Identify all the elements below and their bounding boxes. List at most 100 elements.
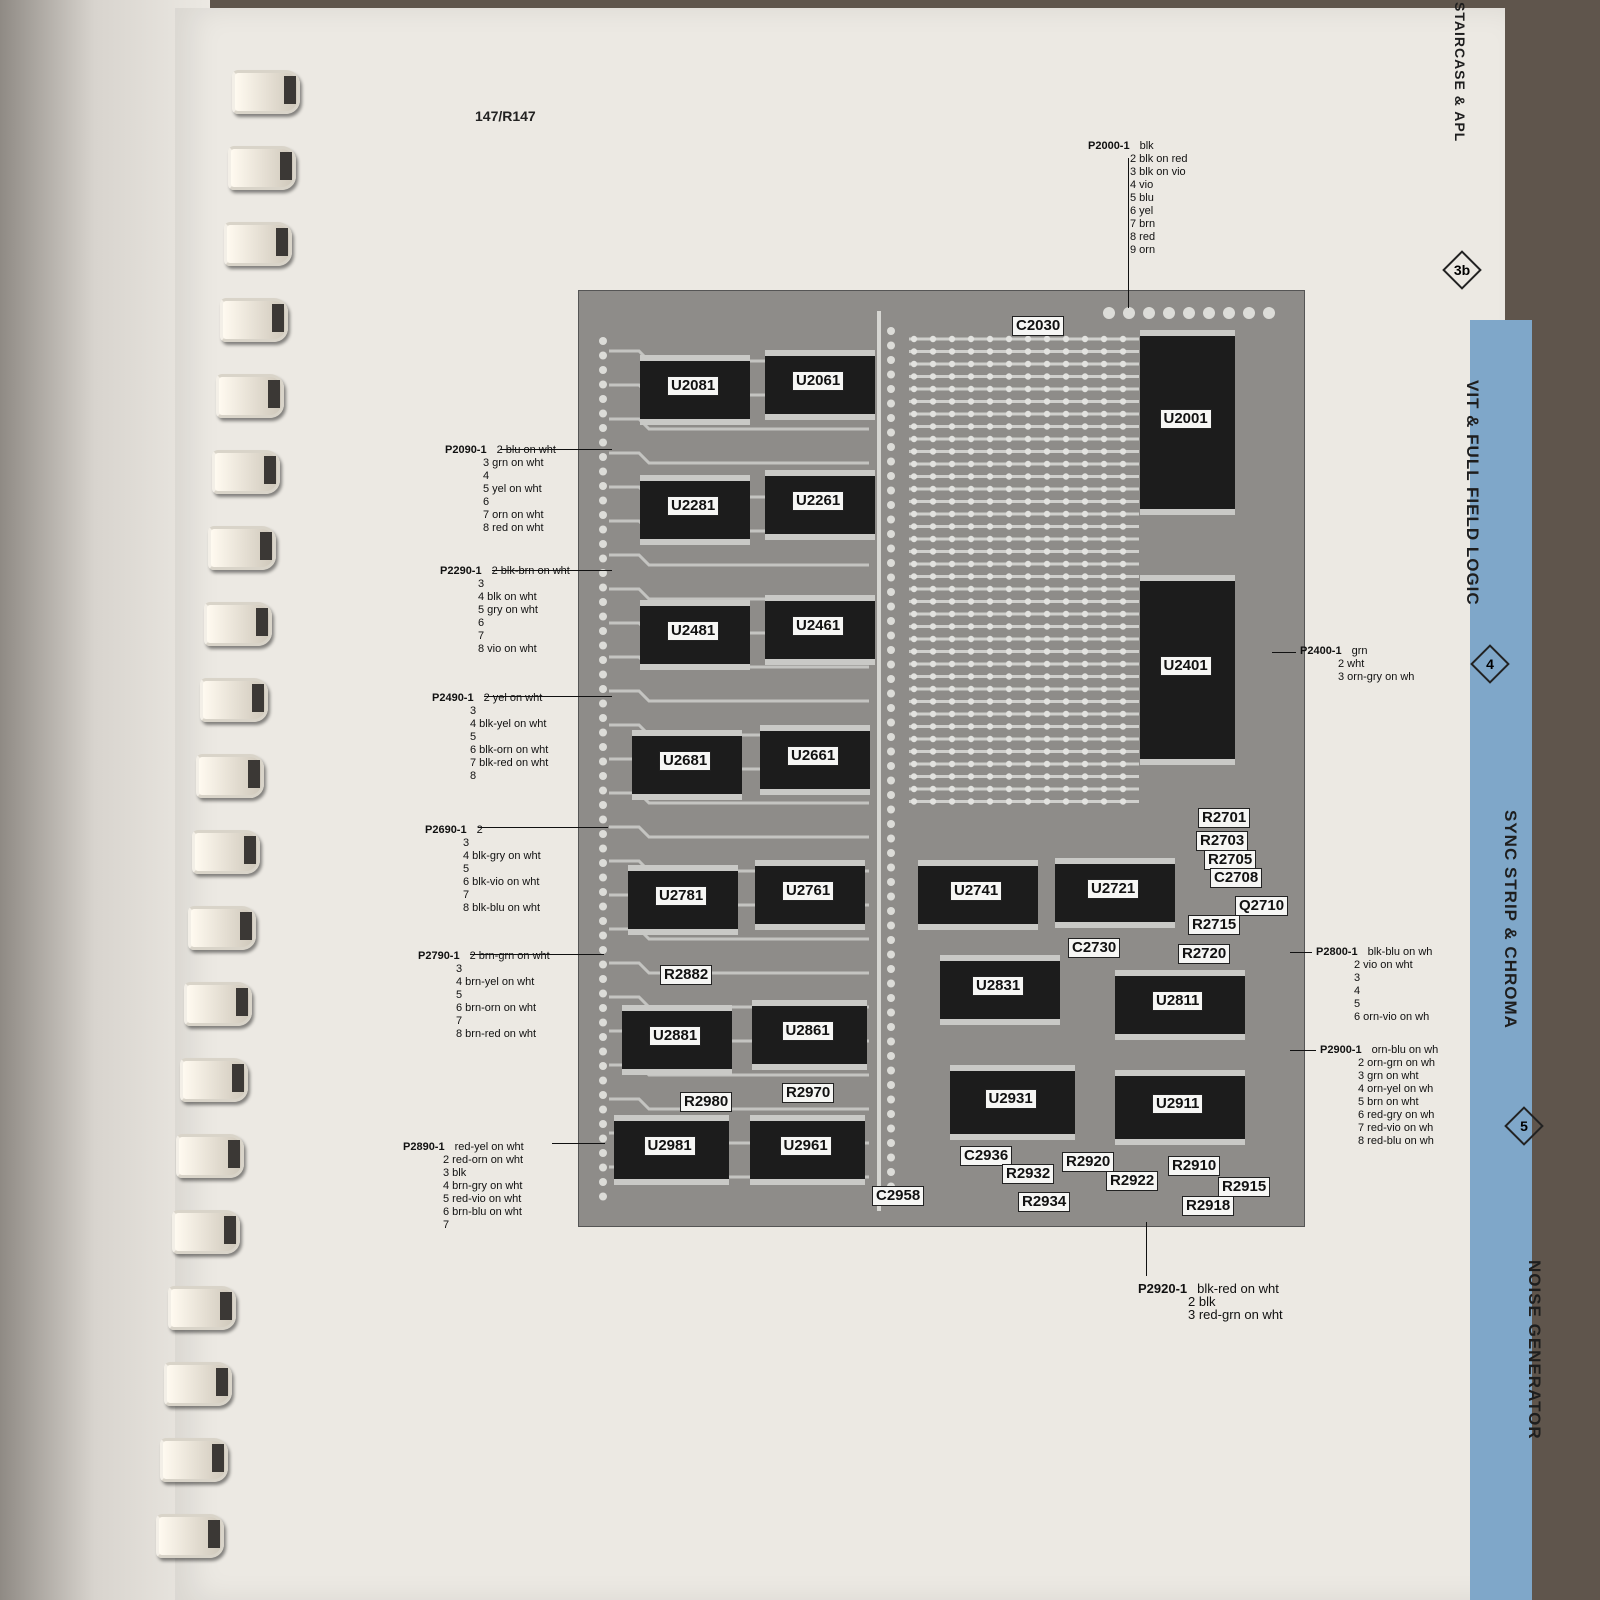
connector-pin: 6 brn-orn on wht (456, 1002, 537, 1014)
connector-pin: 2 blk (1188, 1294, 1216, 1309)
component-label-r2701: R2701 (1198, 808, 1251, 828)
ic-chip (752, 1000, 867, 1070)
connector-pin: 2 blu on wht (496, 444, 556, 456)
leader-line (470, 954, 604, 955)
connector-pin: 6 orn-vio on wh (1354, 1011, 1430, 1023)
connector-pin: 6 blk-orn on wht (470, 744, 549, 756)
connector-pin: 5 yel on wht (483, 483, 542, 495)
connector-name: P2920-1 (1138, 1281, 1188, 1296)
connector-pin: 2 yel on wht (483, 692, 543, 704)
connector-pin: 3 (1354, 972, 1361, 984)
component-label-r2918: R2918 (1182, 1196, 1235, 1216)
connector-pin: 5 (470, 731, 477, 743)
connector-pin: 6 brn-blu on wht (443, 1206, 522, 1218)
connector-pin: 8 red-blu on wh (1358, 1135, 1434, 1147)
tab-vit-full-field-logic[interactable]: VIT & FULL FIELD LOGIC (1463, 380, 1482, 606)
punch-hole (260, 532, 272, 560)
connector-pin: 6 red-gry on wh (1358, 1109, 1435, 1121)
connector-pin: 5 (463, 863, 470, 875)
connector-pin: 7 brn (1130, 218, 1156, 230)
connector-pin: 4 (1354, 985, 1361, 997)
connector-pin: 6 (478, 617, 485, 629)
connector-pin: 4 vio (1130, 179, 1154, 191)
connector-pin: 7 (443, 1219, 450, 1231)
connector-pin: 7 blk-red on wht (470, 757, 549, 769)
connector-pin: 4 blk-gry on wht (463, 850, 541, 862)
component-label-c2030: C2030 (1012, 316, 1065, 336)
component-label-r2910: R2910 (1168, 1156, 1221, 1176)
punch-hole (276, 228, 288, 256)
punch-hole (284, 76, 296, 104)
punch-hole (216, 1368, 228, 1396)
connector-pin: 2 blk on red (1130, 153, 1188, 165)
connector-pin: 7 red-vio on wh (1358, 1122, 1434, 1134)
page-header: 147/R147 (475, 108, 536, 124)
connector-pin: 7 (456, 1015, 463, 1027)
connector-pin: 2 blk-brn on wht (491, 565, 570, 577)
leader-line (484, 696, 612, 697)
punch-hole (220, 1292, 232, 1320)
connector-pin: 5 gry on wht (478, 604, 538, 616)
connector-pin: 5 (456, 989, 463, 1001)
chip-label: U2281 (667, 496, 720, 516)
connector-name: P2290-1 (440, 565, 482, 577)
component-label-r2932: R2932 (1002, 1164, 1055, 1184)
connector-name: P2400-1 (1300, 645, 1342, 657)
connector-pin: 4 blk on wht (478, 591, 537, 603)
chip-label: U2741 (950, 881, 1003, 901)
punch-hole (212, 1444, 224, 1472)
tab-noise-generator[interactable]: NOISE GENERATOR (1525, 1260, 1544, 1440)
connector-pin: 5 red-vio on wht (443, 1193, 522, 1205)
connector-pin: 3 blk on vio (1130, 166, 1186, 178)
leader-line (1128, 158, 1129, 308)
component-label-r2920: R2920 (1062, 1152, 1115, 1172)
chip-label: U2981 (643, 1136, 696, 1156)
chip-label: U2961 (779, 1136, 832, 1156)
chip-label: U2811 (1152, 991, 1204, 1011)
chip-label: U2781 (655, 886, 708, 906)
punch-hole (244, 836, 256, 864)
connector-name: P2800-1 (1316, 946, 1358, 958)
chip-label: U2831 (972, 976, 1025, 996)
connector-pin: 8 red on wht (483, 522, 544, 534)
punch-hole (236, 988, 248, 1016)
connector-pin: 9 orn (1130, 244, 1156, 256)
connector-pin: 2 orn-grn on wh (1358, 1057, 1436, 1069)
leader-line (478, 827, 608, 828)
connector-pin: 7 (478, 630, 485, 642)
component-label-c2708: C2708 (1210, 868, 1263, 888)
connector-name: P2490-1 (432, 692, 474, 704)
tab-staircase-apl[interactable]: STAIRCASE & APL (1452, 2, 1468, 143)
connector-pin: 3 blk (443, 1167, 467, 1179)
connector-pin: 3 (470, 705, 477, 717)
punch-hole (264, 456, 276, 484)
component-label-c2936: C2936 (960, 1146, 1013, 1166)
component-label-c2730: C2730 (1068, 938, 1121, 958)
chip-label: U2721 (1087, 879, 1140, 899)
chip-label: U2931 (984, 1088, 1037, 1109)
component-label-r2970: R2970 (782, 1083, 835, 1103)
connector-pin: 2 vio on wht (1354, 959, 1413, 971)
chip-label: U2911 (1152, 1093, 1204, 1114)
chip-label: U2761 (782, 881, 835, 901)
connector-name: P2790-1 (418, 950, 460, 962)
connector-pin: 4 brn-gry on wht (443, 1180, 523, 1192)
component-label-r2915: R2915 (1218, 1177, 1271, 1197)
chip-label: U2401 (1159, 656, 1212, 676)
chip-label: U2681 (659, 751, 712, 771)
connector-pin: 2 red-orn on wht (443, 1154, 524, 1166)
connector-pin: 7 (463, 889, 470, 901)
punch-hole (280, 152, 292, 180)
component-label-r2980: R2980 (680, 1092, 733, 1112)
component-label-c2958: C2958 (872, 1186, 925, 1206)
connector-pin: blk (1139, 140, 1154, 152)
tab-sync-strip-chroma[interactable]: SYNC STRIP & CHROMA (1501, 810, 1520, 1029)
punch-hole (252, 684, 264, 712)
